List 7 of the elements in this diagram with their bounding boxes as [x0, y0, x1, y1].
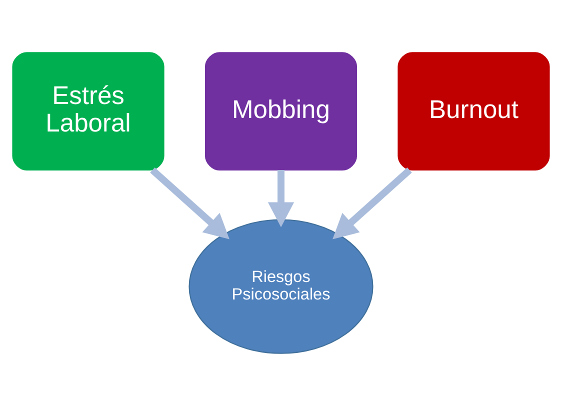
arrow [150, 166, 230, 239]
arrow [268, 170, 294, 227]
arrow [332, 166, 412, 239]
node-ellipse: Riesgos Psicosociales [188, 218, 374, 354]
node-box: Mobbing [204, 52, 358, 170]
node-box: Estrés Laboral [12, 52, 164, 170]
node-box: Burnout [398, 52, 550, 170]
